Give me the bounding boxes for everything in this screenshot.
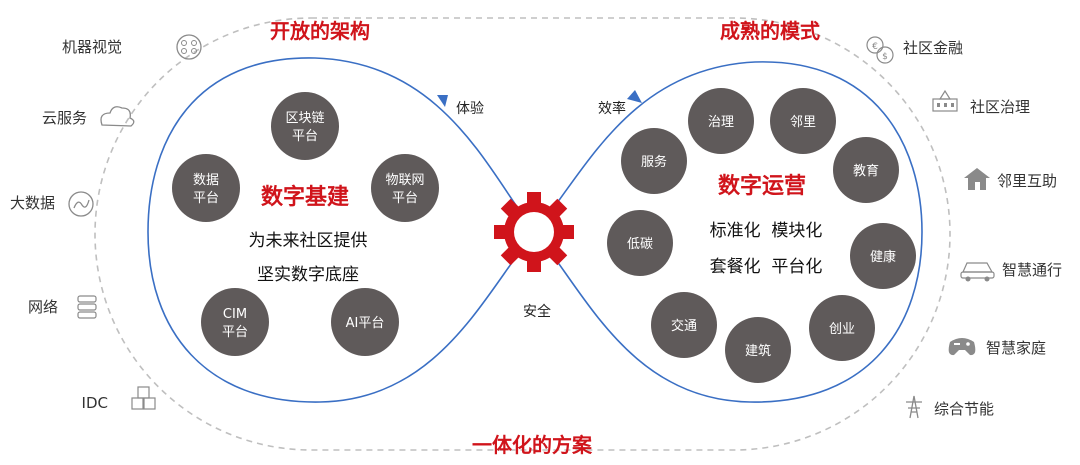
left-sidebar: 机器视觉 云服务 大数据 网络 [10,34,202,412]
sidebar-item-governance: 社区治理 [932,89,1030,116]
bubble-label: 平台 [392,191,418,206]
right-loop-title: 数字运营 [718,173,806,199]
bubble-data-platform: 数据 平台 [172,154,240,222]
sidebar-item-big-data: 大数据 [10,191,94,217]
gamepad-icon [948,338,976,356]
bubble-transport: 交通 [651,292,717,358]
sidebar-item-smart-traffic: 智慧通行 [960,261,1062,282]
network-icon [77,295,97,319]
bubble-ai-platform: AI平台 [331,288,399,356]
bubble-label: CIM [223,307,247,322]
label-security: 安全 [523,303,551,320]
sidebar-item-network: 网络 [28,295,97,319]
left-loop-line1: 为未来社区提供 [249,231,368,251]
left-loop-content: 区块链 平台 数据 平台 物联网 平台 CIM 平台 AI平台 数字基建 为未来… [172,92,439,356]
sidebar-label: 机器视觉 [62,38,122,56]
sidebar-label: IDC [82,394,108,412]
bubble-low-carbon: 低碳 [607,210,673,276]
gear-icon [494,192,574,272]
sidebar-item-energy: 综合节能 [906,395,994,419]
sidebar-label: 大数据 [10,194,55,212]
finance-icon: € $ [866,36,894,64]
bubble-label: 区块链 [285,111,324,126]
bubble-label: 服务 [641,154,667,170]
bubble-service: 服务 [621,128,687,194]
title-open-architecture: 开放的架构 [270,19,370,43]
machine-vision-icon [176,34,202,60]
sidebar-label: 社区金融 [903,39,963,57]
bubble-entrepreneurship: 创业 [809,295,875,361]
sidebar-label: 智慧通行 [1002,261,1062,279]
bubble-label: 数据 [193,173,219,188]
sidebar-item-finance: € $ 社区金融 [866,36,963,64]
bubble-label: 健康 [870,249,896,265]
left-loop-title: 数字基建 [261,184,349,210]
right-loop-line2: 套餐化 平台化 [710,257,823,277]
bubble-health: 健康 [850,223,916,289]
arrow-efficiency-icon [627,90,642,103]
bubble-education: 教育 [833,137,899,203]
dashed-outer-frame [94,17,951,451]
title-mature-model: 成熟的模式 [720,19,820,43]
right-sidebar: € $ 社区金融 社区治理 邻里互助 [866,36,1062,419]
bubble-label: 交通 [671,318,697,334]
sidebar-label: 智慧家庭 [986,339,1046,357]
svg-text:$: $ [882,52,888,62]
svg-text:€: € [872,42,878,52]
right-loop-content: 治理 邻里 服务 教育 低碳 健康 交通 创业 [607,88,916,383]
sidebar-item-smart-home: 智慧家庭 [948,338,1046,357]
sidebar-label: 网络 [28,298,58,316]
bubble-neighborhood: 邻里 [770,88,836,154]
bubble-label: 平台 [292,129,318,144]
sidebar-item-neighbor-help: 邻里互助 [964,168,1057,190]
title-integrated-solution: 一体化的方案 [472,433,593,457]
sidebar-label: 云服务 [42,109,87,127]
bubble-construction: 建筑 [725,317,791,383]
sidebar-label: 社区治理 [970,98,1030,116]
label-experience: 体验 [456,101,484,117]
sidebar-label: 邻里互助 [997,172,1057,190]
bubble-blockchain-platform: 区块链 平台 [271,92,339,160]
bubble-iot-platform: 物联网 平台 [371,154,439,222]
sidebar-item-idc: IDC [82,386,156,412]
bubble-label: 建筑 [745,343,771,359]
arrow-experience-icon [437,95,448,107]
house-icon [964,168,990,190]
bubble-label: 低碳 [627,237,653,252]
bubble-label: 治理 [708,115,734,130]
idc-cubes-icon [131,386,156,410]
cloud-icon [100,106,135,127]
left-loop-line2: 坚实数字底座 [257,265,359,285]
bubble-label: 物联网 [385,173,424,188]
sidebar-item-machine-vision: 机器视觉 [62,34,202,60]
bubble-label: 教育 [853,163,879,179]
car-icon [960,262,995,282]
bubble-label: 平台 [193,191,219,206]
building-icon [932,89,958,112]
big-data-icon [68,191,94,217]
bubble-label: 平台 [222,325,248,340]
bubble-label: 邻里 [790,115,816,130]
bubble-cim-platform: CIM 平台 [201,288,269,356]
bubble-label: AI平台 [346,316,385,331]
label-efficiency: 效率 [598,100,626,117]
right-loop-line1: 标准化 模块化 [710,221,823,241]
sidebar-item-cloud: 云服务 [42,106,135,127]
bubble-governance: 治理 [688,88,754,154]
power-tower-icon [906,395,922,419]
sidebar-label: 综合节能 [934,400,994,418]
bubble-label: 创业 [829,322,855,337]
